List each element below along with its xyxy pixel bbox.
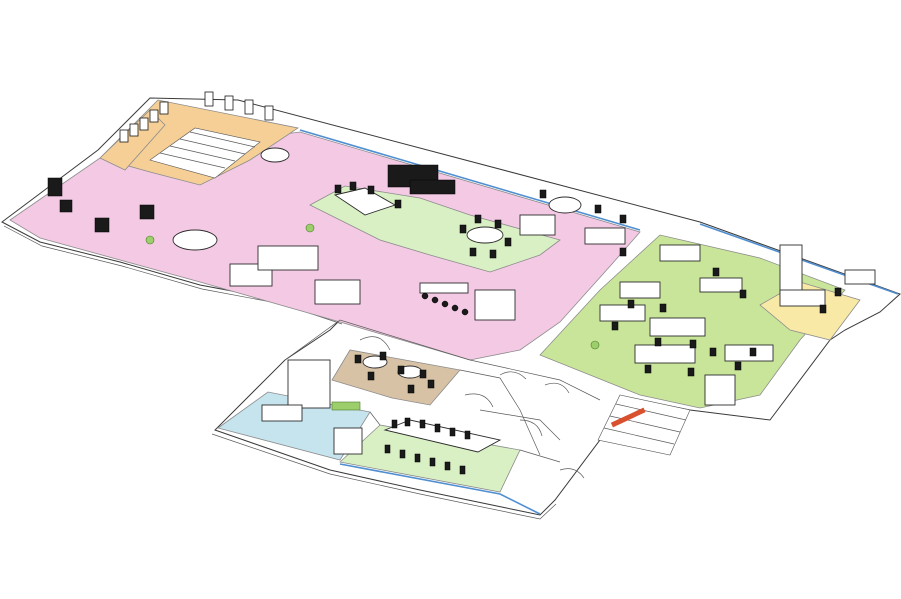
meeting-furniture — [333, 164, 504, 244]
workspace-furniture — [599, 244, 876, 406]
plant-icon — [590, 340, 600, 350]
planter-box — [331, 401, 361, 411]
workspace-chairs — [539, 189, 842, 377]
bench-desk-5 — [699, 277, 743, 293]
bench-desk-4 — [634, 344, 696, 364]
glass-storage-unit — [287, 359, 331, 409]
stair-accent-strip — [610, 407, 646, 428]
bench-desk-2 — [599, 304, 646, 322]
lower-rooms — [261, 355, 502, 455]
reception-desk — [172, 229, 218, 251]
stair-chairs — [119, 91, 274, 143]
corner-sofa — [844, 269, 876, 285]
lounge-armchairs — [47, 177, 155, 233]
round-table — [548, 196, 582, 214]
door-swings — [359, 336, 585, 479]
bench-desk-3 — [649, 317, 706, 337]
south-glazing — [339, 463, 541, 515]
lower-stair — [597, 394, 691, 456]
north-glazing — [299, 129, 641, 231]
side-cabinet — [314, 279, 361, 305]
pedestal-storage — [704, 374, 736, 406]
bench-desk-6 — [724, 344, 774, 362]
bench-desk-1 — [619, 281, 661, 299]
lounge-furniture — [172, 147, 626, 321]
cafe-chairs — [354, 351, 435, 394]
conference-table — [383, 419, 502, 453]
slab-edge-lower — [211, 433, 557, 520]
lower-partitions — [284, 319, 601, 463]
corner-office-desk — [779, 289, 826, 307]
lab-bench — [261, 404, 303, 422]
lounge-table — [260, 147, 290, 163]
black-sofa-second — [409, 179, 456, 195]
conference-chairs — [384, 417, 471, 475]
credenza — [519, 214, 556, 236]
bench-desk-7 — [659, 244, 701, 262]
task-chairs — [47, 91, 842, 475]
tall-storage — [474, 289, 516, 321]
bar-counter — [419, 282, 469, 294]
locker-unit — [779, 244, 803, 296]
bar-stools — [421, 292, 469, 316]
main-stair — [149, 127, 261, 179]
meeting-chairs — [334, 181, 512, 259]
plant-icon — [305, 223, 315, 233]
low-cabinet — [584, 227, 626, 245]
plants — [145, 223, 600, 350]
round-meeting-table — [466, 226, 504, 244]
plant-icon — [145, 235, 155, 245]
wet-room-cabinet — [333, 427, 363, 455]
workstation-desk — [257, 245, 319, 271]
